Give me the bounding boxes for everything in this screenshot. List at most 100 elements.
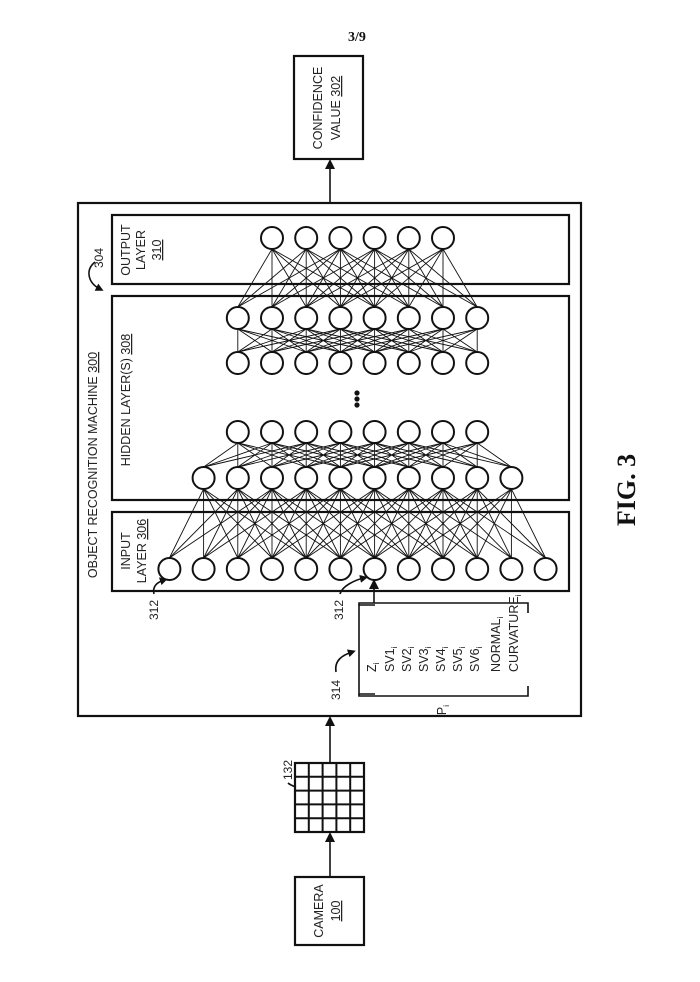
- input-layer-label-line2: LAYER 306: [135, 519, 149, 583]
- connection-edge: [408, 248, 444, 308]
- feature-item: SV5i: [451, 646, 467, 672]
- input-layer-ref: 306: [135, 519, 149, 540]
- output-node: [362, 226, 387, 250]
- connection-edge: [169, 488, 273, 559]
- connection-edge: [203, 488, 307, 559]
- input-node: [294, 557, 319, 581]
- feature-item: SV4i: [434, 646, 450, 672]
- feature-name: Z: [365, 664, 379, 672]
- input-node-ref-label-312-a: 312: [147, 600, 161, 620]
- input-node: [431, 557, 455, 581]
- feature-name: SV2: [400, 648, 414, 672]
- connection-edge: [271, 328, 341, 353]
- hidden-node: [465, 420, 490, 444]
- network-nodes: [157, 226, 558, 581]
- figure-label: FIG. 3: [612, 454, 641, 526]
- machine-ref-label-304: 304: [92, 248, 106, 268]
- hidden-node: [260, 420, 284, 444]
- input-node: [260, 557, 284, 581]
- ellipsis-dot: [354, 390, 360, 396]
- connection-edge: [340, 248, 444, 308]
- hidden-node: [396, 306, 421, 330]
- ellipsis-dot: [354, 402, 360, 408]
- connection-edge: [374, 328, 444, 353]
- ref-304-leader-arrow: [88, 261, 104, 291]
- feature-subscript: i: [475, 646, 484, 648]
- output-layer-ref: 310: [150, 240, 164, 261]
- hidden-node: [260, 306, 284, 330]
- connection-edge: [168, 488, 205, 559]
- camera-box: CAMERA 100: [293, 875, 366, 947]
- connection-edge: [271, 488, 375, 559]
- connection-edge: [408, 442, 478, 468]
- feature-subscript: i: [390, 646, 399, 648]
- connection-edge: [374, 488, 478, 559]
- input-node: [396, 557, 421, 581]
- confidence-value-label-line2: VALUE 302: [329, 76, 343, 140]
- ref-312-leader-arrow-a: [152, 577, 168, 595]
- connection-edge: [305, 488, 410, 559]
- connection-edge: [340, 328, 409, 353]
- connection-edge: [374, 442, 478, 468]
- camera-ref: 100: [329, 901, 343, 922]
- input-node: [465, 557, 490, 581]
- input-node: [225, 557, 250, 581]
- hidden-node: [431, 306, 455, 330]
- connection-edge: [476, 488, 512, 559]
- input-node: [328, 557, 353, 581]
- feature-vector-name: Pi: [435, 705, 451, 715]
- input-node: [533, 557, 558, 581]
- feature-name: SV6: [468, 648, 482, 672]
- connection-edge: [237, 442, 341, 468]
- feature-name: CURVATURE: [507, 596, 521, 672]
- hidden-node: [225, 351, 250, 375]
- connection-edge: [442, 442, 478, 468]
- hidden-node: [328, 466, 353, 490]
- hidden-node: [294, 351, 319, 375]
- feature-name: SV1: [383, 648, 397, 672]
- connection-edge: [340, 442, 409, 468]
- connection-edge: [442, 488, 512, 559]
- connection-edge: [203, 442, 239, 468]
- hidden-node: [225, 420, 250, 444]
- connection-edge: [305, 248, 375, 308]
- hidden-node: [191, 466, 216, 490]
- input-node: [157, 557, 182, 581]
- connection-edge: [237, 328, 273, 353]
- sheet-number: 3/9: [348, 30, 366, 45]
- hidden-node: [362, 420, 387, 444]
- connection-edge: [306, 328, 409, 353]
- feature-subscript: i: [458, 646, 467, 648]
- feature-item: SV2i: [400, 646, 416, 672]
- network-connections: [168, 248, 547, 559]
- connection-edge: [374, 328, 478, 353]
- hidden-node: [260, 351, 284, 375]
- connection-edge: [408, 328, 478, 353]
- ref-314-leader-arrow: [334, 649, 356, 673]
- hidden-node: [396, 351, 421, 375]
- hidden-node: [465, 306, 490, 330]
- connection-edge: [237, 488, 341, 559]
- hidden-node: [431, 351, 455, 375]
- feature-vector-ref-label-314: 314: [329, 680, 343, 700]
- connection-edge: [271, 328, 375, 353]
- connection-edge: [374, 488, 444, 559]
- hidden-node: [294, 306, 319, 330]
- feature-item: SV1i: [383, 646, 399, 672]
- feature-subscript: i: [407, 646, 416, 648]
- feature-subscript: i: [441, 646, 450, 648]
- hidden-node: [499, 466, 524, 490]
- connection-edge: [306, 442, 375, 468]
- connection-edge: [237, 488, 307, 559]
- connection-edge: [408, 488, 478, 559]
- hidden-layers-label: HIDDEN LAYER(S) 308: [119, 334, 133, 466]
- output-node: [396, 226, 421, 250]
- machine-ref: 300: [86, 352, 100, 373]
- feature-item: SV6i: [468, 646, 484, 672]
- feature-vector-bracket: [358, 602, 529, 697]
- output-node: [260, 226, 284, 250]
- hidden-node: [225, 306, 250, 330]
- input-node: [191, 557, 216, 581]
- output-layer-label-line2: LAYER: [134, 230, 148, 270]
